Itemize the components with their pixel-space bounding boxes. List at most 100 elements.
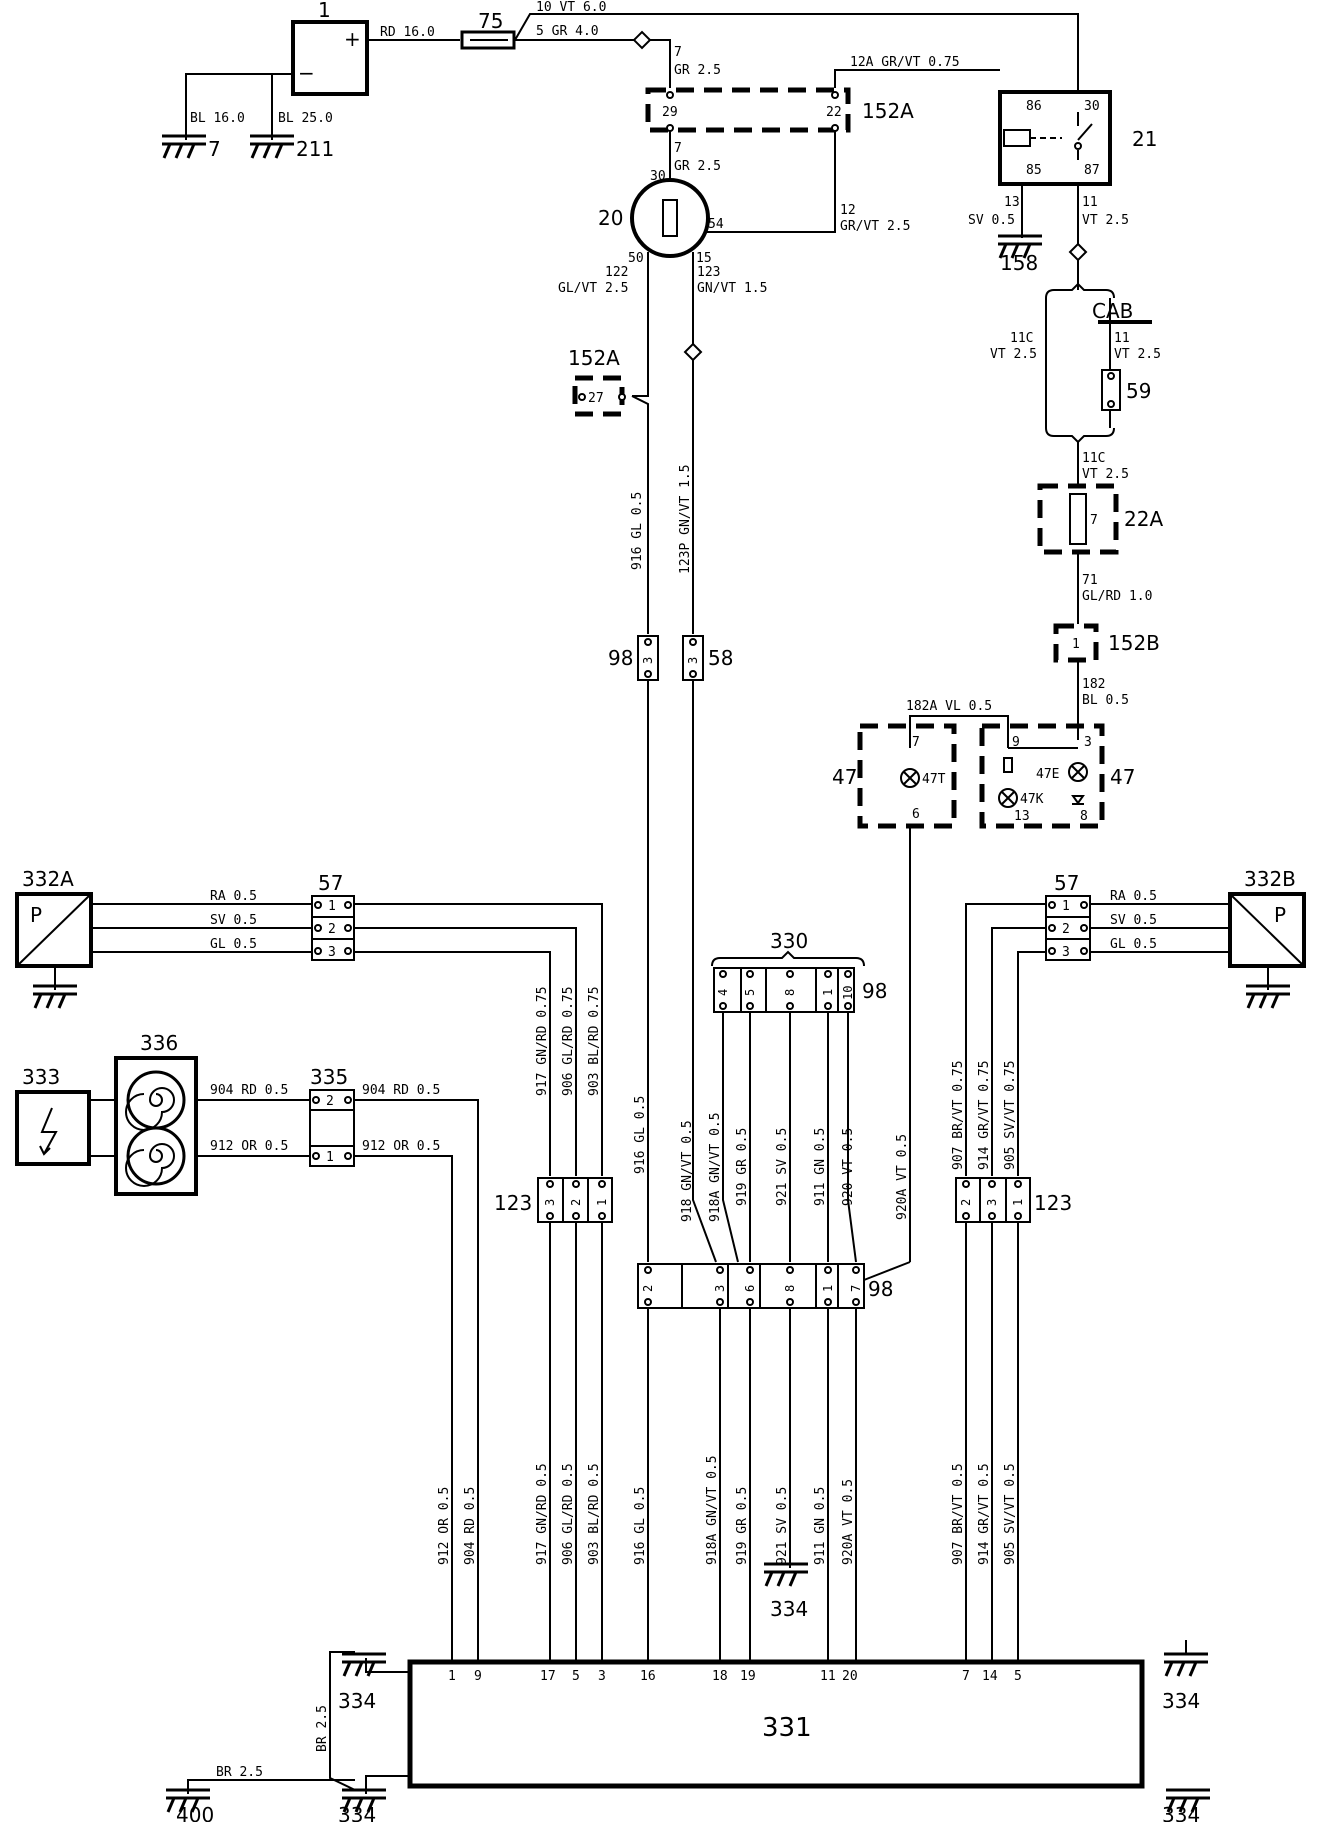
svg-text:SV 0.5: SV 0.5 [1110,913,1157,928]
control-unit-331: 331 1 9 17 5 3 16 18 19 11 20 7 14 5 [407,1659,1145,1789]
svg-text:332A: 332A [22,867,74,891]
svg-text:912 OR 0.5: 912 OR 0.5 [437,1487,452,1565]
lamp-module-47: 47 47 7 6 47T 9 3 13 8 47K 47E [832,723,1135,829]
fuse-59: 59 [1101,369,1151,411]
svg-text:914 GR/VT 0.75: 914 GR/VT 0.75 [977,1060,992,1170]
svg-text:912 OR 0.5: 912 OR 0.5 [362,1139,440,1154]
svg-text:SV 0.5: SV 0.5 [968,213,1015,228]
battery-1: 1 + − [291,0,369,96]
svg-text:4: 4 [716,989,730,996]
svg-text:15: 15 [696,251,712,266]
svg-text:30: 30 [1084,99,1100,114]
svg-text:400: 400 [176,1803,214,1822]
svg-text:7: 7 [849,1285,863,1292]
svg-text:158: 158 [1000,251,1038,275]
svg-text:GR 2.5: GR 2.5 [674,159,721,174]
svg-text:916 GL 0.5: 916 GL 0.5 [633,1487,648,1565]
svg-text:GL/VT 2.5: GL/VT 2.5 [558,281,628,296]
svg-text:334: 334 [770,1597,808,1621]
svg-text:85: 85 [1026,163,1042,178]
svg-text:920 VT 0.5: 920 VT 0.5 [841,1128,856,1206]
svg-text:336: 336 [140,1031,178,1055]
svg-text:54: 54 [708,217,724,232]
svg-text:152B: 152B [1108,631,1160,655]
svg-text:3: 3 [985,1199,999,1206]
svg-text:904 RD 0.5: 904 RD 0.5 [210,1083,288,1098]
svg-text:98: 98 [608,646,633,670]
svg-text:911 GN 0.5: 911 GN 0.5 [813,1487,828,1565]
svg-text:57: 57 [318,871,343,895]
svg-text:GL 0.5: GL 0.5 [210,937,257,952]
svg-text:22: 22 [826,105,842,120]
svg-text:332B: 332B [1244,867,1296,891]
svg-text:7: 7 [962,1669,970,1684]
svg-text:921 SV 0.5: 921 SV 0.5 [775,1487,790,1565]
svg-text:GL/RD 1.0: GL/RD 1.0 [1082,589,1152,604]
ground-158: 158 [996,234,1044,275]
svg-text:8: 8 [783,989,797,996]
svg-text:−: − [298,61,315,85]
svg-text:27: 27 [588,391,604,406]
svg-text:5 GR 4.0: 5 GR 4.0 [536,24,599,39]
svg-text:2: 2 [641,1285,655,1292]
svg-text:47: 47 [1110,765,1135,789]
svg-text:152A: 152A [862,99,914,123]
ground-334-mid: 334 [762,1562,810,1621]
svg-text:11: 11 [1082,195,1098,210]
svg-text:123P GN/VT 1.5: 123P GN/VT 1.5 [678,464,693,574]
svg-text:30: 30 [650,169,666,184]
connector-152a: 29 22 152A [645,87,914,133]
svg-text:906 GL/RD 0.5: 906 GL/RD 0.5 [561,1463,576,1565]
svg-text:2: 2 [328,922,336,937]
connector-57-b: 57 1 2 3 [1045,871,1091,961]
svg-text:904 RD 0.5: 904 RD 0.5 [463,1487,478,1565]
svg-text:7: 7 [1090,513,1098,528]
svg-text:VT 2.5: VT 2.5 [1114,347,1161,362]
connector-123-a: 123 3 2 1 [494,1177,613,1223]
svg-text:334: 334 [338,1689,376,1713]
svg-text:11: 11 [1114,331,1130,346]
svg-text:3: 3 [598,1669,606,1684]
svg-text:98: 98 [862,979,887,1003]
svg-text:911 GN 0.5: 911 GN 0.5 [813,1128,828,1206]
svg-text:920A VT 0.5: 920A VT 0.5 [841,1479,856,1565]
svg-text:3: 3 [713,1285,727,1292]
svg-text:917 GN/RD 0.75: 917 GN/RD 0.75 [535,986,550,1096]
svg-text:47K: 47K [1020,792,1044,807]
svg-text:CAB: CAB [1092,299,1133,323]
svg-text:6: 6 [912,807,920,822]
ground-334-top-left: 334 [338,1652,388,1713]
svg-text:905 SV/VT 0.75: 905 SV/VT 0.75 [1003,1060,1018,1170]
svg-text:10 VT 6.0: 10 VT 6.0 [536,0,606,15]
svg-text:71: 71 [1082,573,1098,588]
svg-text:123: 123 [1034,1191,1072,1215]
svg-text:920A VT 0.5: 920A VT 0.5 [895,1134,910,1220]
svg-text:906 GL/RD 0.75: 906 GL/RD 0.75 [561,986,576,1096]
svg-text:1: 1 [1011,1199,1025,1206]
svg-text:17: 17 [540,1669,556,1684]
svg-text:RA 0.5: RA 0.5 [1110,889,1157,904]
ground-211: 211 [248,134,334,161]
svg-text:11C: 11C [1082,451,1105,466]
svg-text:19: 19 [740,1669,756,1684]
svg-text:BR 2.5: BR 2.5 [216,1765,263,1780]
svg-text:50: 50 [628,251,644,266]
svg-text:921 SV 0.5: 921 SV 0.5 [775,1128,790,1206]
svg-text:RD 16.0: RD 16.0 [380,25,435,40]
svg-text:98: 98 [868,1277,893,1301]
connector-152b: 1 152B [1053,623,1160,663]
svg-text:123: 123 [697,265,720,280]
svg-text:907 BR/VT 0.5: 907 BR/VT 0.5 [951,1463,966,1565]
svg-text:GN/VT 1.5: GN/VT 1.5 [697,281,767,296]
svg-text:5: 5 [743,989,757,996]
svg-text:334: 334 [1162,1803,1200,1822]
svg-text:11: 11 [820,1669,836,1684]
svg-text:87: 87 [1084,163,1100,178]
svg-text:12: 12 [840,203,856,218]
svg-text:13: 13 [1014,809,1030,824]
svg-text:914 GR/VT 0.5: 914 GR/VT 0.5 [977,1463,992,1565]
svg-text:918A GN/VT 0.5: 918A GN/VT 0.5 [708,1112,723,1222]
connector-58: 3 58 [682,635,733,681]
svg-text:912 OR 0.5: 912 OR 0.5 [210,1139,288,1154]
